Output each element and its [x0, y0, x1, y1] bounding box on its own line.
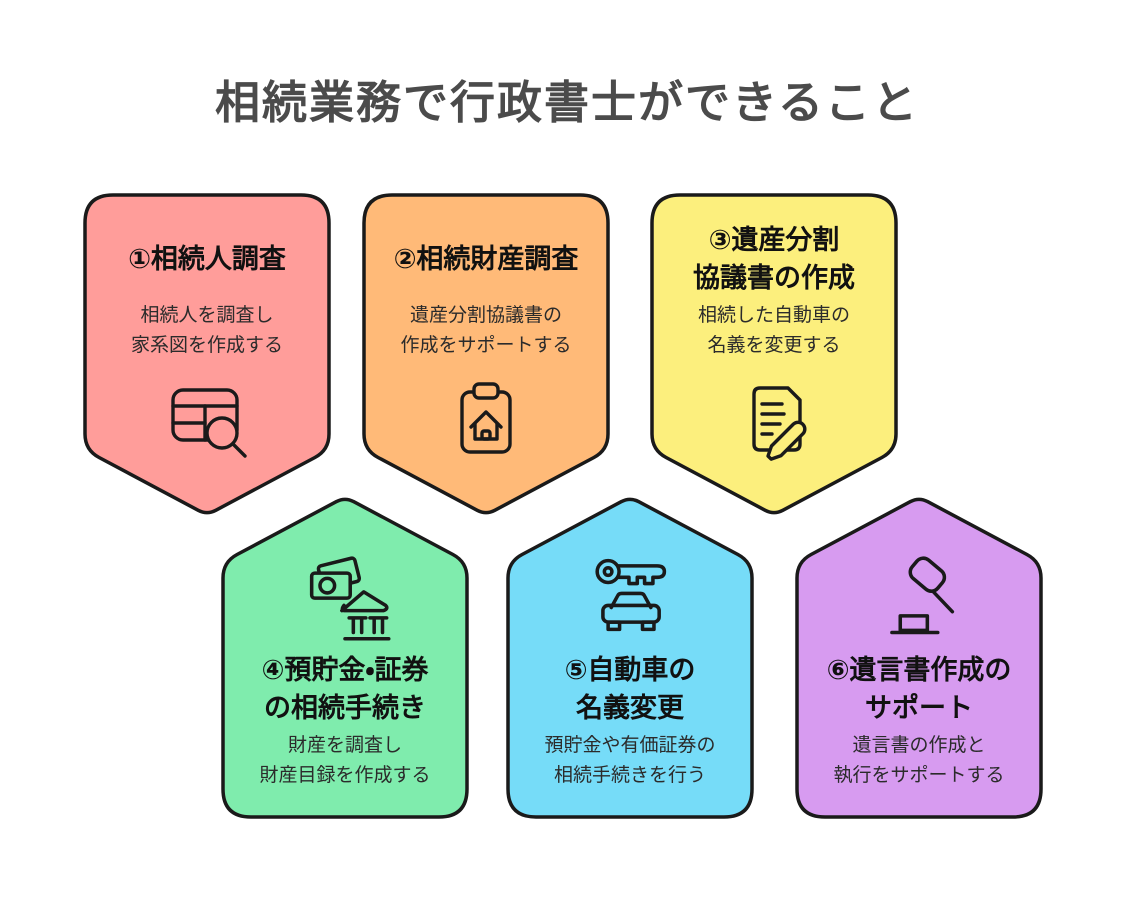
card-title: ⑥遺言書作成の サポート: [826, 654, 1012, 723]
card-description: 相続人を調査し 家系図を作成する: [130, 305, 283, 357]
document-pencil-icon: [752, 386, 807, 461]
card-shape: [650, 193, 898, 515]
card-title: ②相続財産調査: [393, 243, 579, 274]
card-shape: [506, 497, 754, 819]
card-description: 預貯金や有価証券の 相続手続きを行う: [544, 735, 716, 787]
card-bank-securities-procedure: ④預貯金・証券 の相続手続き 財産を調査し 財産目録を作成する: [221, 497, 469, 819]
table-search-icon: [171, 388, 247, 458]
card-title: ①相続人調査: [128, 243, 286, 274]
card-estate-investigation: ②相続財産調査 遺産分割協議書の 作成をサポートする: [362, 193, 610, 515]
key-car-icon: [595, 558, 667, 632]
card-description: 遺産分割協議書の 作成をサポートする: [400, 305, 572, 357]
card-car-name-change: ⑤自動車の 名義変更 預貯金や有価証券の 相続手続きを行う: [506, 497, 754, 819]
card-division-agreement: ③遺産分割 協議書の作成 相続した自動車の 名義を変更する: [650, 193, 898, 515]
card-description: 遺言書の作成と 執行をサポートする: [833, 735, 1005, 787]
gavel-icon: [890, 556, 955, 635]
money-bank-icon: [309, 556, 391, 641]
card-title: ④預貯金・証券 の相続手続き: [261, 654, 429, 723]
card-shape: [83, 193, 331, 515]
card-heir-investigation: ①相続人調査 相続人を調査し 家系図を作成する: [83, 193, 331, 515]
card-shape: [362, 193, 610, 515]
clipboard-house-icon: [460, 382, 512, 454]
card-will-support: ⑥遺言書作成の サポート 遺言書の作成と 執行をサポートする: [795, 497, 1043, 819]
card-description: 相続した自動車の 名義を変更する: [697, 305, 850, 357]
card-title: ③遺産分割 協議書の作成: [693, 224, 855, 293]
card-title: ⑤自動車の 名義変更: [564, 654, 696, 723]
card-shape: [795, 497, 1043, 819]
card-description: 財産を調査し 財産目録を作成する: [259, 735, 431, 787]
page-title: 相続業務で行政書士ができること: [214, 77, 920, 128]
card-shape: [221, 497, 469, 819]
